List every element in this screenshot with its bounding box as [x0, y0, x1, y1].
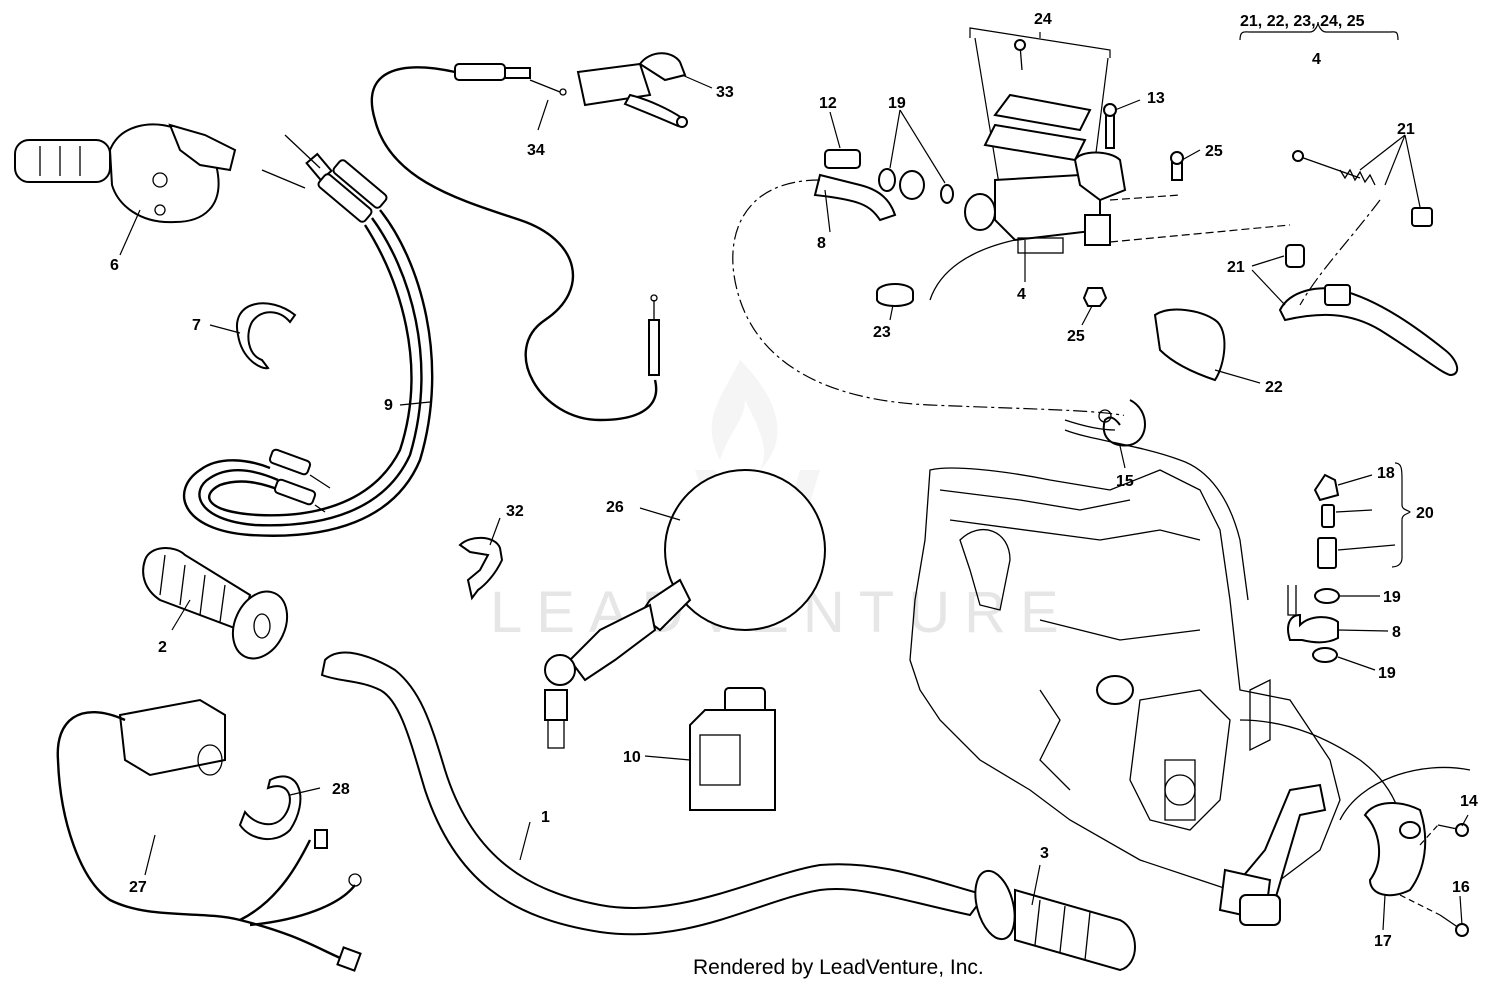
bolts-13-25	[1082, 103, 1291, 307]
banjo-fittings-upper	[732, 149, 1141, 421]
footer-credit: Rendered by LeadVenture, Inc.	[693, 956, 984, 979]
kit-bracket	[1239, 21, 1399, 41]
callout-22: 22	[1265, 379, 1283, 396]
callout-24: 24	[1034, 11, 1052, 28]
callout-17: 17	[1374, 933, 1392, 950]
reservoir-cover-24	[983, 39, 1092, 162]
callout-6: 6	[110, 257, 119, 274]
callout-19-mid: 19	[1383, 589, 1401, 606]
callout-27: 27	[129, 879, 147, 896]
callout-7: 7	[192, 317, 201, 334]
fittings-20	[1287, 462, 1411, 663]
callout-25-top: 25	[1205, 143, 1223, 160]
brake-pedal	[1218, 783, 1327, 926]
callout-19-bottom: 19	[1378, 665, 1396, 682]
left-grip-2	[142, 547, 289, 660]
throttle-assembly-6	[14, 123, 237, 224]
callout-3: 3	[1040, 845, 1049, 862]
callout-21-mid: 21	[1227, 259, 1245, 276]
master-cylinder-4	[929, 151, 1127, 301]
leader-lines	[119, 74, 1469, 931]
callout-12: 12	[819, 95, 837, 112]
callout-15: 15	[1116, 473, 1134, 490]
choke-lever-33	[576, 52, 688, 128]
right-grip-3	[974, 869, 1136, 972]
callout-23: 23	[873, 324, 891, 341]
lever-boot-22	[1153, 308, 1226, 382]
callout-kit: 21, 22, 23, 24, 25	[1240, 13, 1365, 30]
callout-8-bottom: 8	[1392, 624, 1401, 641]
callout-33: 33	[716, 84, 734, 101]
callout-16: 16	[1452, 879, 1470, 896]
callout-28: 28	[332, 781, 350, 798]
fluid-bottle-10	[689, 687, 776, 811]
callout-10: 10	[623, 749, 641, 766]
callout-13: 13	[1147, 90, 1165, 107]
callout-25-bottom: 25	[1067, 328, 1085, 345]
engine-block	[909, 467, 1405, 891]
callout-14: 14	[1460, 793, 1478, 810]
callout-26: 26	[606, 499, 624, 516]
hose-guide-15	[1064, 399, 1249, 601]
callout-2: 2	[158, 639, 167, 656]
callout-32: 32	[506, 503, 524, 520]
callout-34: 34	[527, 142, 545, 159]
callout-18: 18	[1377, 465, 1395, 482]
kill-switch-27	[56, 698, 362, 972]
choke-cable-34	[370, 63, 660, 422]
callout-1: 1	[541, 809, 550, 826]
clamp-32	[458, 536, 504, 601]
cap-23	[876, 283, 914, 307]
callout-8-top: 8	[817, 235, 826, 252]
handlebar-1	[320, 651, 987, 936]
callout-4-kit: 4	[1312, 51, 1321, 68]
clamp-7	[235, 302, 297, 370]
callout-4: 4	[1017, 286, 1026, 303]
callout-21-top: 21	[1397, 121, 1415, 138]
mirror-26	[544, 469, 826, 749]
callout-20: 20	[1416, 505, 1434, 522]
callout-19-top: 19	[888, 95, 906, 112]
clamp-28	[238, 775, 302, 841]
caliper-mount-17	[1339, 766, 1471, 937]
brake-lever-21	[1278, 150, 1459, 377]
callout-labels: 6 7 9 34 33 2 1 3 26 32 10 28 27 24 21, …	[110, 11, 1478, 950]
throttle-cables-9	[183, 134, 434, 537]
callout-9: 9	[384, 397, 393, 414]
